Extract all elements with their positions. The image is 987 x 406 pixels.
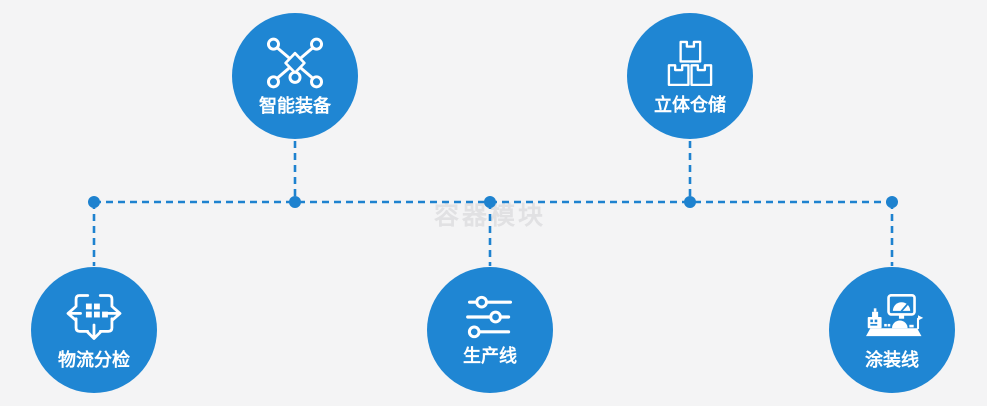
node-production-line[interactable]: 生产线	[427, 267, 553, 393]
node-label: 涂装线	[865, 349, 919, 371]
node-label: 智能装备	[259, 95, 331, 117]
node-smart-equipment[interactable]: 智能装备	[232, 13, 358, 139]
node-logistics-sorting[interactable]: 物流分检	[31, 267, 157, 393]
node-label: 立体仓储	[654, 94, 726, 116]
stacked-boxes-icon	[667, 40, 713, 86]
sort-distribute-icon	[66, 293, 122, 340]
node-vertical-warehouse[interactable]: 立体仓储	[627, 13, 753, 139]
control-console-icon	[866, 293, 924, 336]
network-nodes-icon	[266, 37, 324, 88]
sliders-icon	[466, 295, 513, 338]
node-label: 生产线	[463, 345, 517, 367]
node-label: 物流分检	[58, 349, 130, 371]
node-coating-line[interactable]: 涂装线	[829, 267, 955, 393]
junction-dot	[289, 196, 301, 208]
junction-dot	[484, 196, 496, 208]
junction-dot	[684, 196, 696, 208]
junction-dot	[886, 196, 898, 208]
junction-dot	[88, 196, 100, 208]
